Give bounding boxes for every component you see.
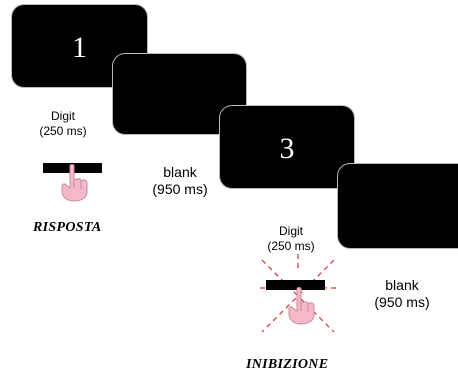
caption-line: blank xyxy=(385,277,419,293)
caption-line: (950 ms) xyxy=(374,294,430,310)
blank-duration-caption: blank (950 ms) xyxy=(140,164,220,198)
screen-digit: 1 xyxy=(72,31,87,64)
blank-duration-caption: blank (950 ms) xyxy=(362,277,442,311)
stimulus-screen-digit-3: 3 xyxy=(220,106,354,188)
caption-line: (250 ms) xyxy=(267,239,315,253)
response-key xyxy=(266,280,325,290)
crossed-hand-icon xyxy=(288,287,315,325)
blank-screen-2 xyxy=(338,164,458,248)
digit-duration-caption: Digit (250 ms) xyxy=(28,109,98,139)
screen-digit: 3 xyxy=(279,132,295,165)
caption-line: (950 ms) xyxy=(152,181,208,197)
response-label: RISPOSTA xyxy=(33,220,102,235)
caption-line: blank xyxy=(163,164,197,180)
caption-line: Digit xyxy=(278,224,303,238)
digit-duration-caption: Digit (250 ms) xyxy=(256,224,326,254)
caption-line: Digit xyxy=(50,109,75,123)
stimulus-screen-digit-1: 1 xyxy=(12,5,147,87)
hand-pointing-icon xyxy=(61,164,88,202)
inhibition-label: INIBIZIONE xyxy=(246,357,329,372)
caption-line: (250 ms) xyxy=(39,124,87,138)
